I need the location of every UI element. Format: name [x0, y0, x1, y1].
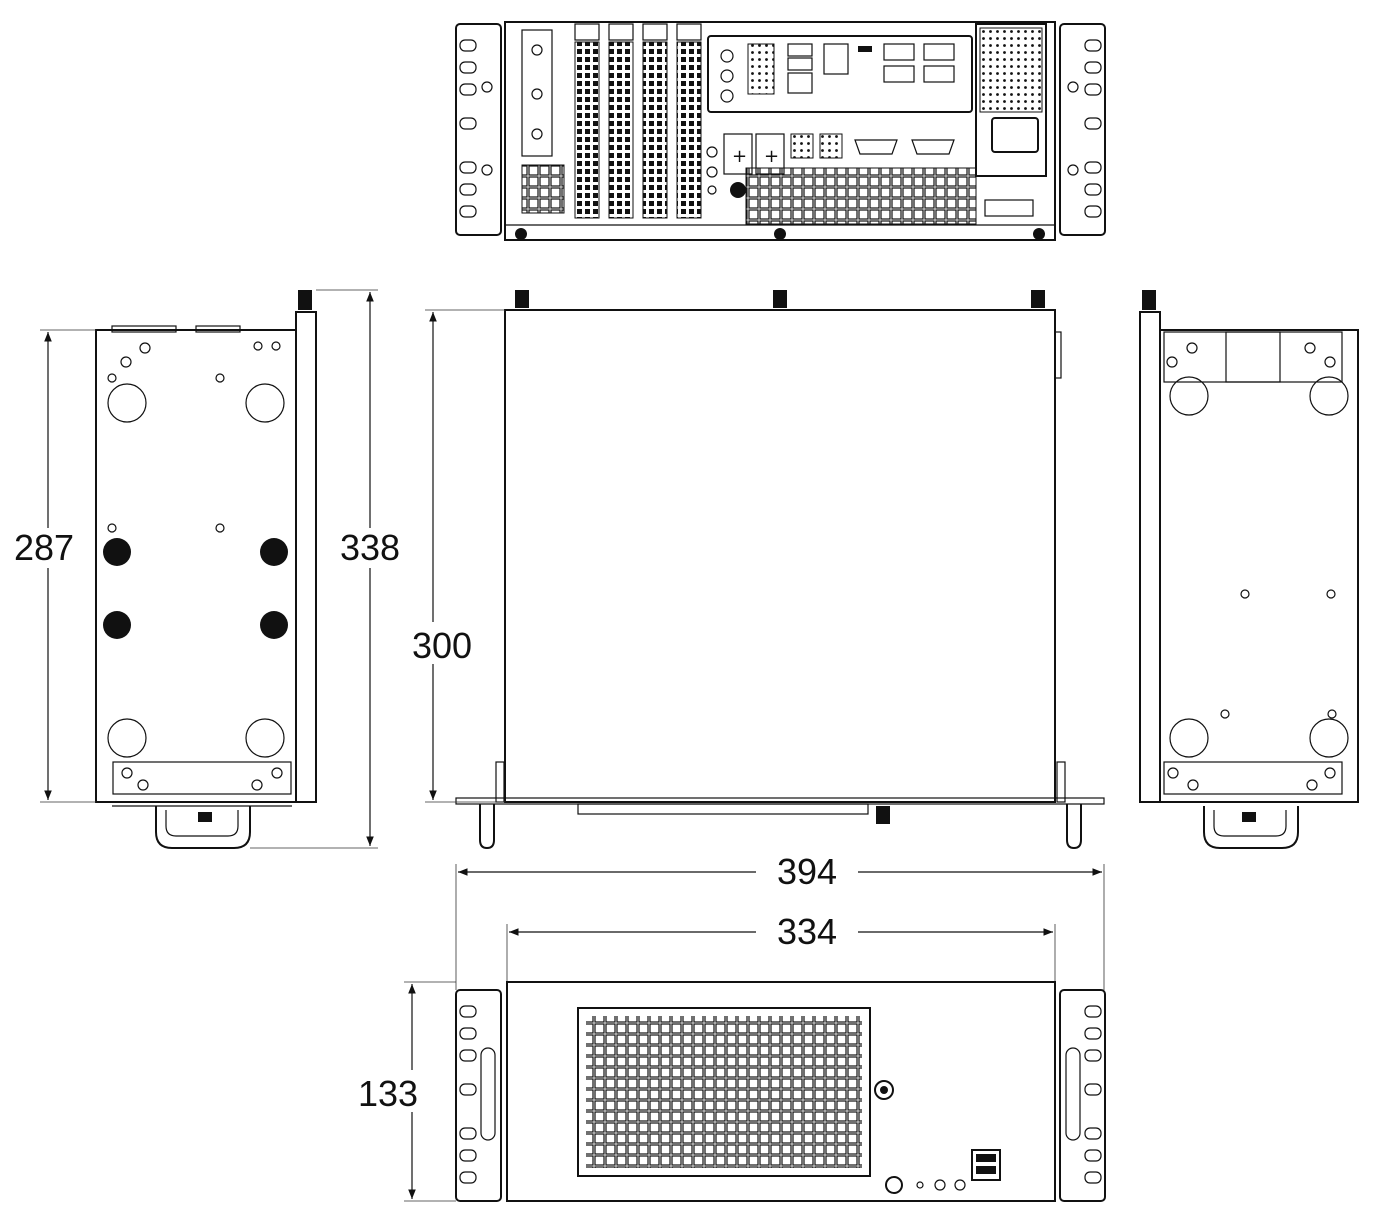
right-panel	[1159, 329, 1359, 803]
dim-133-line	[404, 981, 456, 1202]
left-side-view	[95, 290, 317, 849]
left-panel	[95, 329, 297, 803]
front-panel	[506, 981, 1056, 1202]
dim-334-line	[506, 924, 1056, 982]
rack-ear-right	[1059, 23, 1106, 236]
front-rack-ear-right	[1059, 989, 1106, 1202]
top-panel	[504, 309, 1056, 803]
top-view	[455, 290, 1105, 850]
dim-300-line	[425, 309, 505, 803]
front-filter-door	[577, 1007, 871, 1177]
rear-view: + +	[455, 21, 1106, 241]
dim-338-line	[250, 289, 378, 849]
dim-label-133: 133	[358, 1073, 418, 1114]
dim-394-line	[455, 864, 1105, 990]
io-shield	[707, 35, 973, 113]
power-button-icon	[885, 1176, 903, 1194]
dim-label-334: 334	[777, 911, 837, 952]
dim-label-338: 338	[340, 527, 400, 568]
front-rack-ear-left	[455, 989, 502, 1202]
left-side-feet	[103, 538, 288, 639]
dim-label-394: 394	[777, 851, 837, 892]
right-side-view	[1139, 290, 1359, 849]
svg-text:+: +	[764, 146, 779, 167]
power-supply	[975, 23, 1047, 177]
dim-label-287: 287	[14, 527, 74, 568]
dim-287-line	[40, 329, 96, 803]
front-view	[455, 981, 1106, 1202]
svg-text:+: +	[732, 146, 747, 167]
rack-ear-left	[455, 23, 502, 236]
expansion-slots	[574, 23, 702, 219]
rear-feet	[515, 228, 1045, 240]
dim-label-300: 300	[412, 625, 472, 666]
